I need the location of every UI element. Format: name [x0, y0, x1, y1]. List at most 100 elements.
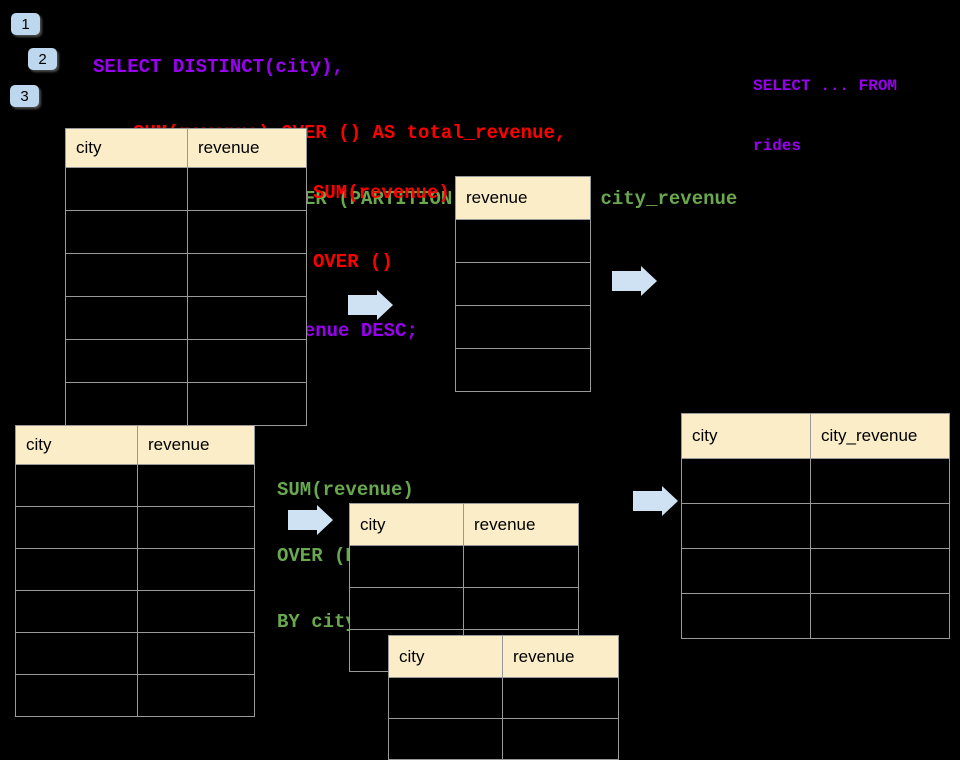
table-cell — [16, 675, 138, 716]
table-row — [66, 382, 306, 425]
table-row — [682, 593, 949, 638]
table-cell — [456, 349, 590, 391]
table-cell — [138, 549, 254, 590]
table-row — [682, 548, 949, 593]
table-header-row: city city_revenue — [682, 414, 949, 458]
table-row — [66, 296, 306, 339]
table-cell — [456, 220, 590, 262]
table-cell — [350, 588, 464, 629]
table-cell — [138, 675, 254, 716]
table-row — [682, 503, 949, 548]
table-row — [456, 305, 590, 348]
column-header: revenue — [474, 514, 536, 534]
table-cell — [464, 588, 578, 629]
table-cell — [682, 504, 811, 548]
step-badge-2: 2 — [28, 48, 57, 70]
annotation-line: SUM(revenue) — [313, 182, 450, 204]
table-cell — [188, 168, 306, 210]
right-arrow-icon — [612, 266, 657, 296]
table-row — [16, 590, 254, 632]
table-header-row: city revenue — [389, 636, 618, 677]
table-row — [456, 262, 590, 305]
right-arrow-icon — [633, 486, 678, 516]
column-header: city — [66, 129, 188, 167]
column-header: city — [16, 426, 138, 464]
table-cell — [456, 306, 590, 348]
table-row — [16, 632, 254, 674]
table-cell — [66, 211, 188, 253]
slide-canvas: { "colors": { "background": "#000000", "… — [10, 13, 950, 760]
table-cell — [464, 546, 578, 587]
table-header-row: revenue — [456, 177, 590, 219]
column-header: city — [682, 414, 811, 458]
table-cell — [138, 507, 254, 548]
step-badge-3: 3 — [10, 85, 39, 107]
table-row — [350, 587, 578, 629]
table-cell — [350, 546, 464, 587]
column-header: city — [350, 504, 464, 545]
table-cell — [138, 465, 254, 506]
table-cell — [188, 297, 306, 339]
table-cell — [811, 504, 949, 548]
table-cell — [503, 678, 618, 718]
table-row — [350, 545, 578, 587]
table-cell — [138, 591, 254, 632]
side-note-line: rides — [753, 137, 802, 155]
table-cell — [188, 254, 306, 296]
table-rides-source-top: city revenue — [65, 128, 307, 426]
table-cell — [16, 465, 138, 506]
table-row — [16, 674, 254, 716]
table-row — [389, 718, 618, 759]
table-cell — [811, 549, 949, 593]
column-header: city — [389, 636, 503, 677]
table-cell — [682, 594, 811, 638]
right-arrow-icon — [288, 505, 333, 535]
right-arrow-icon — [348, 290, 393, 320]
table-cell — [456, 263, 590, 305]
table-cell — [503, 719, 618, 759]
column-header: revenue — [466, 188, 528, 207]
table-row — [66, 210, 306, 253]
table-row — [389, 677, 618, 718]
table-cell — [811, 594, 949, 638]
table-row — [456, 219, 590, 262]
annotation-line: SUM(revenue) — [277, 479, 414, 501]
column-header: revenue — [198, 138, 260, 157]
table-cell — [16, 633, 138, 674]
table-cell — [811, 459, 949, 503]
table-cell — [682, 549, 811, 593]
table-cell — [389, 719, 503, 759]
table-header-row: city revenue — [350, 504, 578, 545]
table-cell — [66, 383, 188, 425]
table-cell — [188, 383, 306, 425]
annotation-line: OVER () — [313, 251, 393, 273]
table-cell — [138, 633, 254, 674]
annotation-total-revenue: SUM(revenue) OVER () — [313, 136, 450, 297]
table-cell — [16, 507, 138, 548]
table-partition-group-2: city revenue — [388, 635, 619, 760]
table-header-row: city revenue — [66, 129, 306, 167]
table-row — [16, 464, 254, 506]
table-cell — [16, 591, 138, 632]
step-badge-1: 1 — [11, 13, 40, 35]
table-row — [66, 253, 306, 296]
column-header: city_revenue — [821, 426, 918, 445]
table-cell — [66, 297, 188, 339]
table-cell — [66, 254, 188, 296]
table-cell — [16, 549, 138, 590]
table-cell — [389, 678, 503, 718]
column-header: revenue — [513, 646, 575, 666]
side-note-select-from: SELECT ... FROM rides — [753, 36, 897, 176]
table-city-revenue-result: city city_revenue — [681, 413, 950, 639]
table-cell — [188, 211, 306, 253]
table-row — [66, 339, 306, 382]
table-cell — [188, 340, 306, 382]
table-cell — [66, 168, 188, 210]
table-row — [682, 458, 949, 503]
table-row — [456, 348, 590, 391]
table-cell — [66, 340, 188, 382]
table-cell — [682, 459, 811, 503]
table-row — [16, 548, 254, 590]
